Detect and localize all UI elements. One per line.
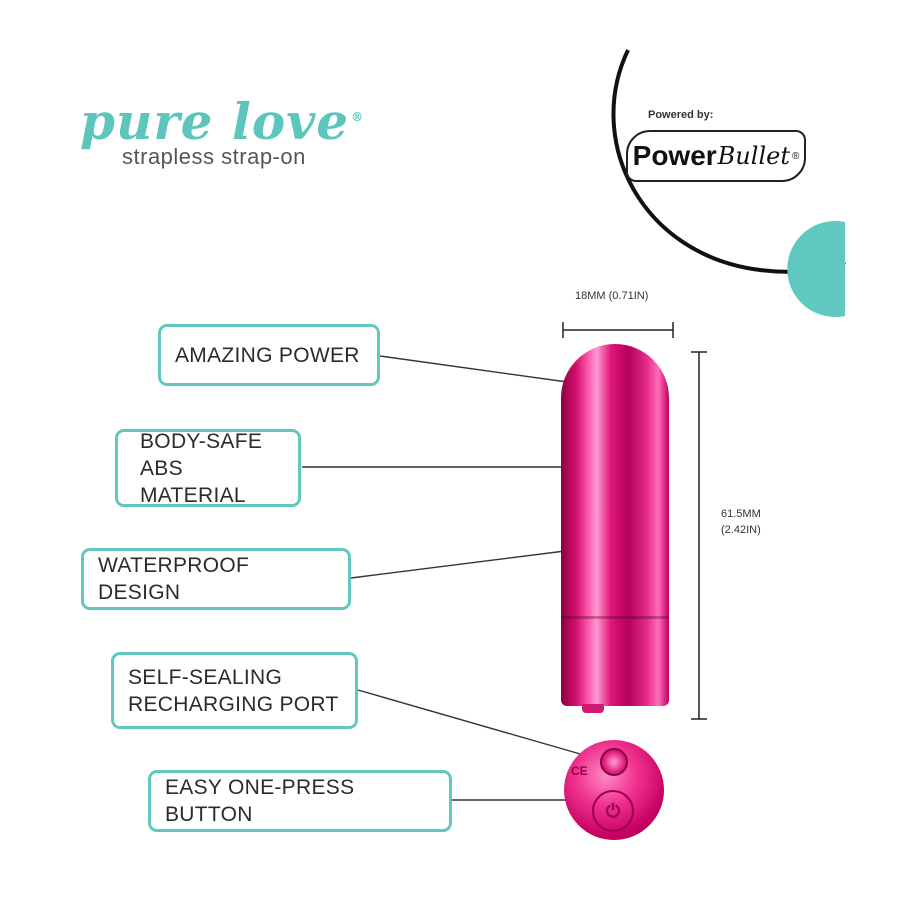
brand-name-text: pure love (80, 92, 350, 151)
brand-registered-mark: ® (351, 110, 365, 125)
callout-text: WATERPROOF DESIGN (98, 554, 250, 604)
leader-line-port (357, 689, 609, 763)
width-dimension-line (562, 322, 674, 338)
callout-amazing-power: AMAZING POWER (158, 324, 380, 386)
width-dimension-label: 18MM (0.71IN) (575, 290, 649, 302)
callout-self-sealing-port: SELF-SEALING RECHARGING PORT (111, 652, 358, 729)
brand-name: pure love® (80, 92, 364, 151)
partner-name-bold: Power (632, 140, 717, 171)
charging-port-icon (600, 748, 628, 776)
partner-name-script: Bullet (717, 142, 790, 170)
ce-mark: CE (571, 764, 588, 778)
bullet-seam (561, 616, 669, 619)
powered-by-label: Powered by: (648, 109, 714, 121)
callout-text: BODY-SAFE ABS MATERIAL (140, 429, 263, 507)
bullet-body (561, 344, 669, 706)
leader-line-power (379, 355, 568, 383)
brand-tagline: strapless strap-on (122, 144, 306, 169)
height-dimension-label: 61.5MM (2.42IN) (721, 508, 761, 536)
callout-text: AMAZING POWER (175, 343, 360, 367)
height-dimension-line (691, 351, 707, 720)
power-icon: ⏻ (592, 790, 634, 832)
callout-text: EASY ONE-PRESS BUTTON (165, 776, 355, 826)
partner-registered-mark: ® (791, 150, 800, 162)
callout-text: SELF-SEALING RECHARGING PORT (128, 665, 339, 716)
callout-one-press-button: EASY ONE-PRESS BUTTON (148, 770, 452, 832)
callout-waterproof-design: WATERPROOF DESIGN (81, 548, 351, 610)
bullet-nub (582, 704, 604, 713)
callout-body-safe-material: BODY-SAFE ABS MATERIAL (115, 429, 301, 507)
leader-line-waterproof (350, 550, 566, 579)
